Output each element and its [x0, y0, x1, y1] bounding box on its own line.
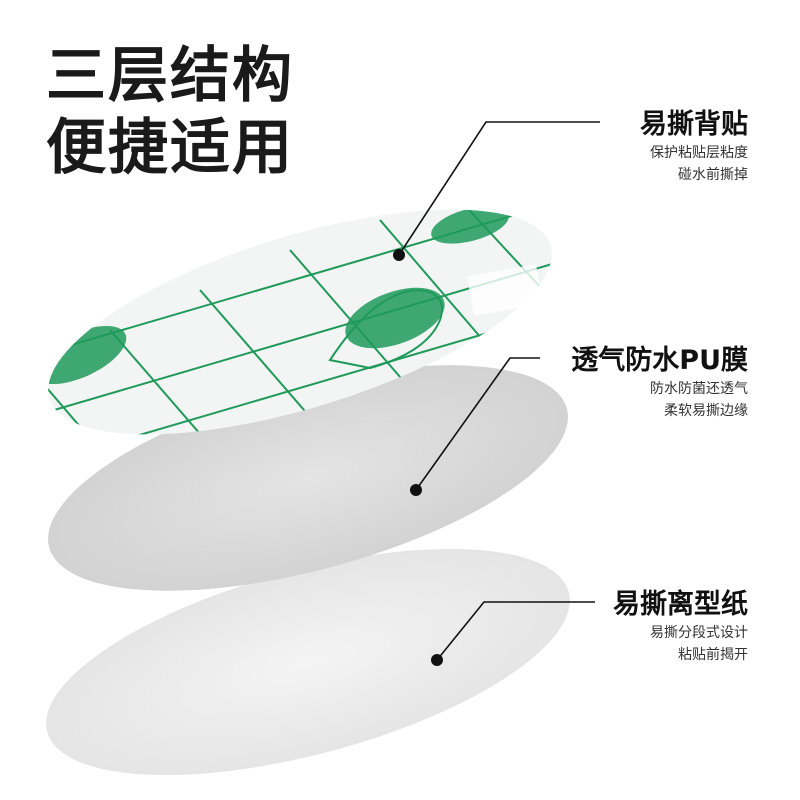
pu-film-layer [48, 365, 568, 591]
headline-line-2: 便捷适用 [46, 113, 294, 183]
callout-dot-2 [410, 484, 422, 496]
callout-pu-film-heading: 透气防水PU膜 [571, 345, 748, 376]
callout-line-1 [398, 121, 600, 256]
release-paper-layer [46, 548, 570, 776]
headline-line-1: 三层结构 [46, 41, 294, 111]
callout-backing-desc-2: 碰水前撕掉 [678, 167, 748, 183]
callout-pu-film-desc-2: 柔软易撕边缘 [664, 403, 748, 419]
callout-release-paper-desc-1: 易撕分段式设计 [650, 625, 748, 641]
callout-backing-desc-1: 保护粘贴层粘度 [650, 145, 748, 161]
callout-pu-film: 透气防水PU膜 防水防菌还透气 柔软易撕边缘 [571, 344, 748, 422]
callout-backing: 易撕背贴 保护粘贴层粘度 碰水前撕掉 [640, 108, 748, 186]
callout-backing-heading: 易撕背贴 [640, 109, 748, 140]
callout-dot-3 [431, 654, 443, 666]
headline: 三层结构 便捷适用 [46, 40, 294, 184]
callout-line-2 [415, 357, 540, 491]
callout-pu-film-desc-1: 防水防菌还透气 [650, 381, 748, 397]
callout-release-paper-desc-2: 粘贴前揭开 [678, 647, 748, 663]
callout-line-3 [436, 601, 595, 661]
callout-dot-1 [393, 249, 405, 261]
callout-release-paper-heading: 易撕离型纸 [613, 589, 748, 620]
callout-release-paper: 易撕离型纸 易撕分段式设计 粘贴前揭开 [613, 588, 748, 666]
